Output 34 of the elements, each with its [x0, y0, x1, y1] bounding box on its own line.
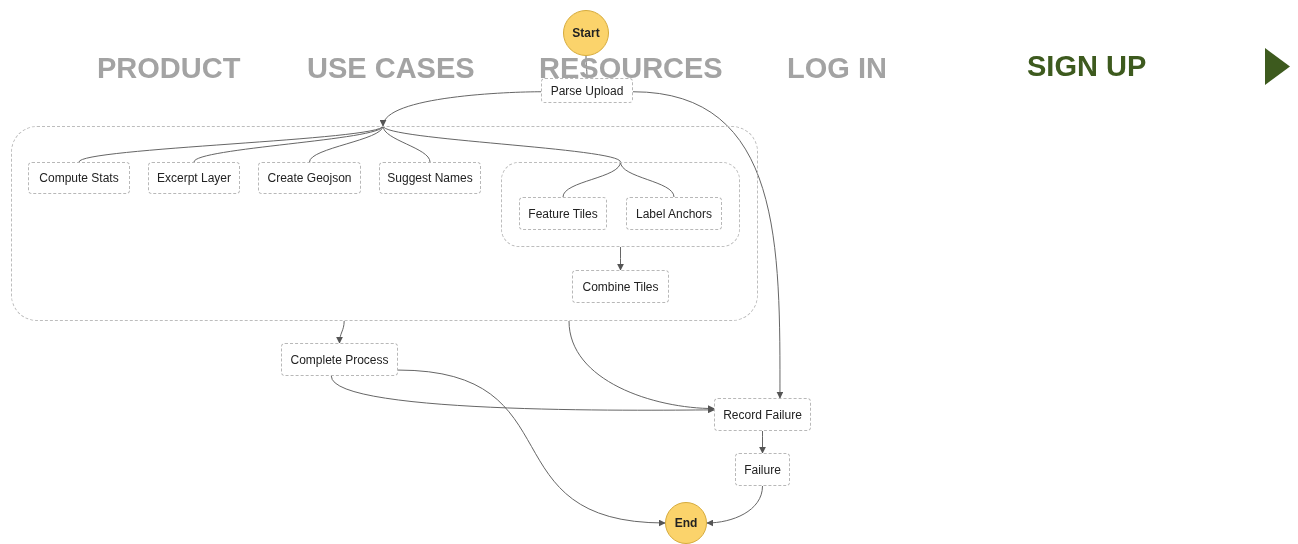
- terminal-circle: Start: [563, 10, 609, 56]
- arrow: [397, 369, 666, 526]
- arrow: [330, 375, 715, 414]
- menu-link: USE CASES: [307, 52, 475, 85]
- menu-link: PRODUCT: [97, 52, 241, 85]
- menu-link: LOG IN: [787, 52, 887, 85]
- connector-line: [562, 161, 621, 198]
- process-box: Combine Tiles: [572, 270, 669, 303]
- arrow: [759, 430, 766, 454]
- process-box: Record Failure: [714, 398, 811, 431]
- process-box: Complete Process: [281, 343, 398, 376]
- process-box: Compute Stats: [28, 162, 130, 194]
- arrow: [632, 91, 784, 399]
- process-box: Failure: [735, 453, 790, 486]
- process-box: Suggest Names: [379, 162, 481, 194]
- process-box: Create Geojson: [258, 162, 361, 194]
- process-box: Parse Upload: [541, 78, 633, 103]
- connector-line: [382, 125, 621, 163]
- process-box: Excerpt Layer: [148, 162, 240, 194]
- menu-link: SIGN UP: [1027, 50, 1147, 83]
- connector-line: [382, 125, 431, 163]
- arrow: [381, 91, 542, 127]
- arrow: [336, 320, 345, 344]
- connector-line: [193, 125, 384, 163]
- parallel-group-box: [11, 126, 758, 321]
- process-box: Feature Tiles: [519, 197, 607, 230]
- process-box: Label Anchors: [626, 197, 722, 230]
- arrow: [568, 320, 715, 412]
- connector-line: [620, 161, 675, 198]
- parallel-group-box: [501, 162, 740, 247]
- arrow: [617, 246, 624, 271]
- arrow: [706, 485, 763, 527]
- connector-line: [309, 125, 384, 163]
- terminal-circle: End: [665, 502, 707, 544]
